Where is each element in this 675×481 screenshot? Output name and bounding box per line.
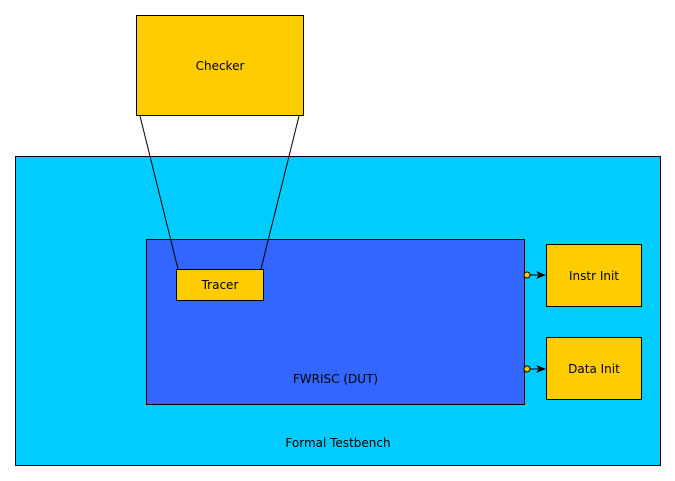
checker-label: Checker: [195, 59, 245, 73]
data-init-label: Data Init: [568, 362, 620, 376]
checker-tracer-link-right: [260, 115, 300, 270]
instr-init-block: Instr Init: [546, 244, 642, 307]
instr-port-icon: [523, 271, 531, 279]
data-init-block: Data Init: [546, 337, 642, 400]
fwrisc-dut-block: FWRISC (DUT): [146, 239, 525, 405]
formal-testbench-label: Formal Testbench: [285, 436, 391, 450]
instr-init-label: Instr Init: [568, 269, 620, 283]
checker-tracer-link-left: [139, 115, 179, 270]
tracer-block: Tracer: [176, 269, 264, 301]
fwrisc-dut-label: FWRISC (DUT): [292, 372, 379, 386]
tracer-label: Tracer: [201, 278, 239, 292]
data-port-icon: [523, 365, 531, 373]
checker-block: Checker: [136, 15, 304, 116]
